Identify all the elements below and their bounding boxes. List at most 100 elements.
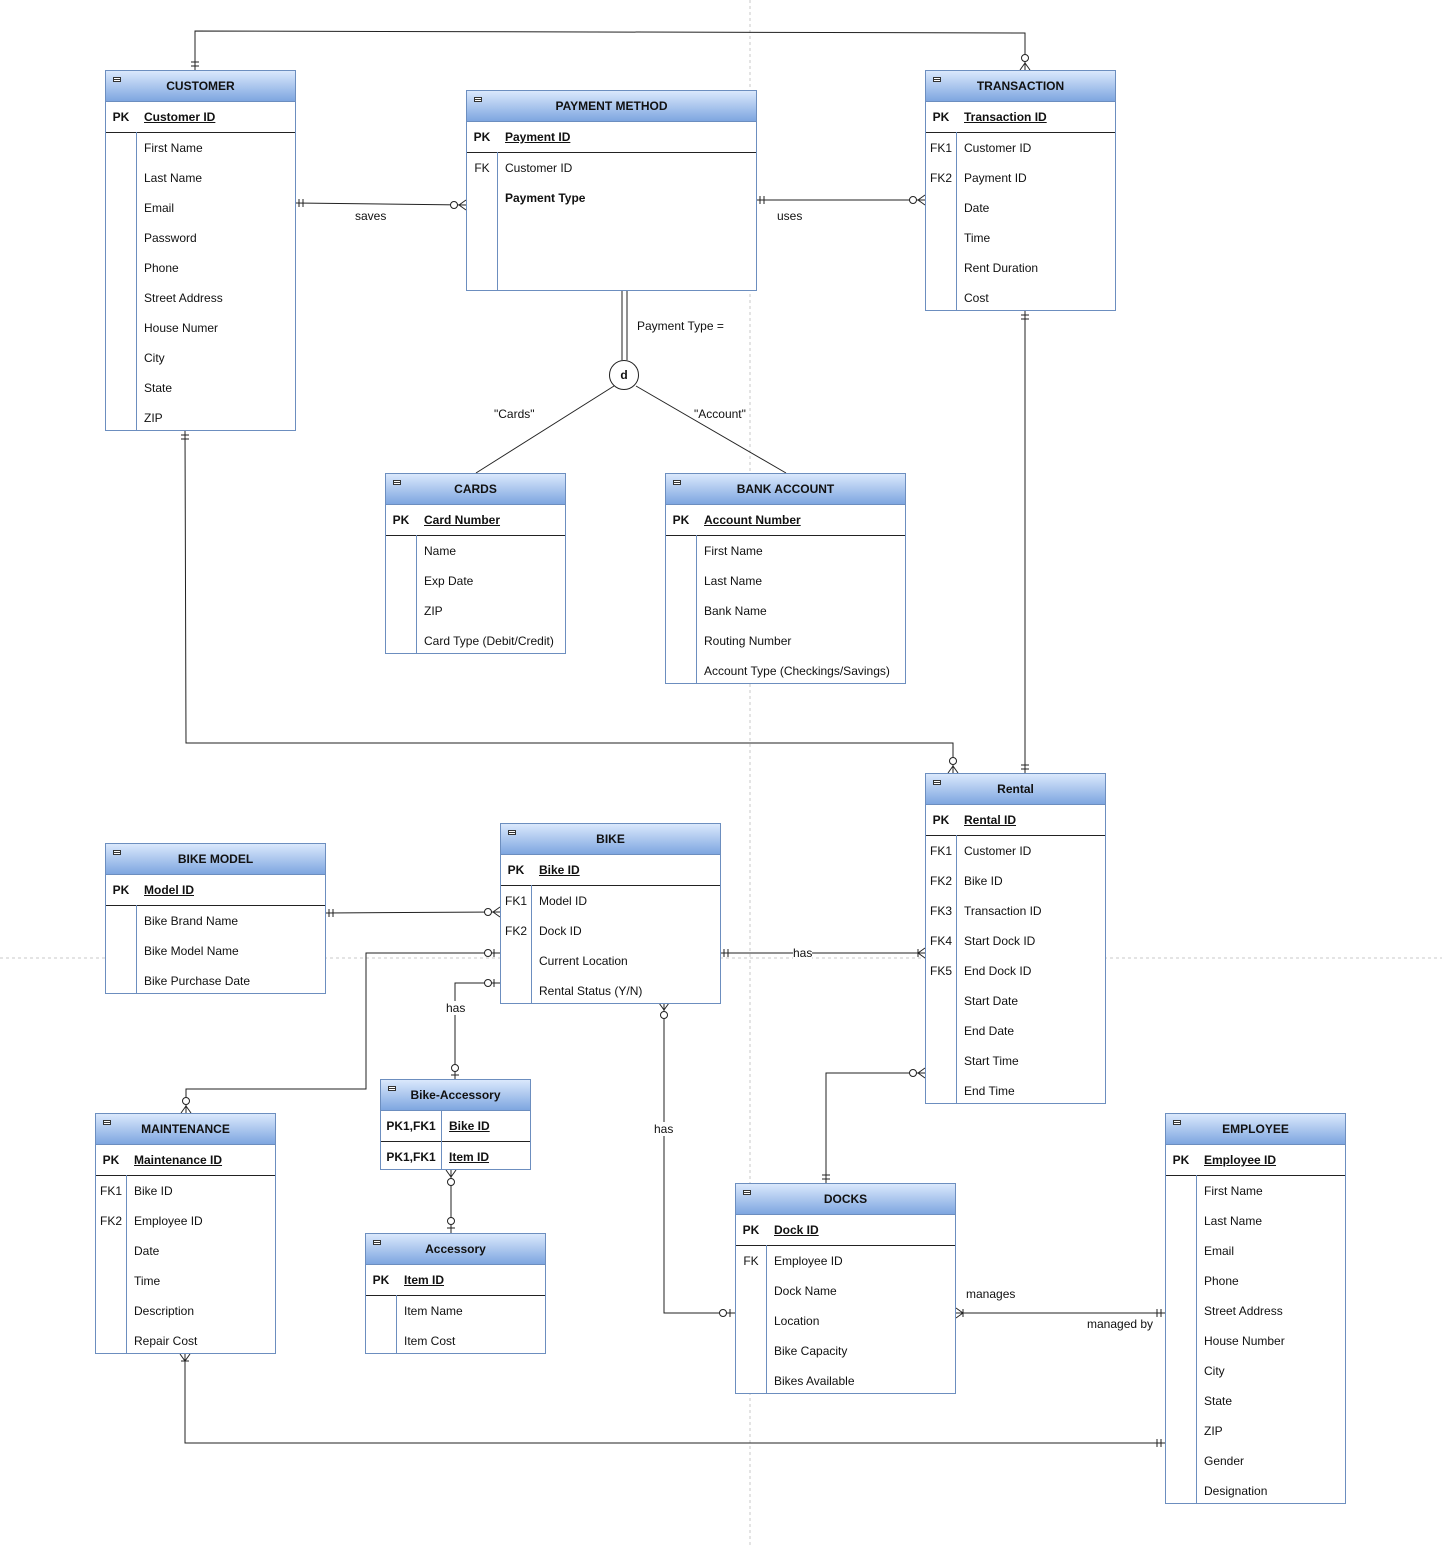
pk-divider — [736, 1245, 955, 1246]
pk-label: PK — [672, 513, 690, 527]
fk-label: FK2 — [929, 874, 952, 888]
pk-label: PK — [473, 130, 491, 144]
key-column-divider — [136, 905, 137, 993]
entity-title: EMPLOYEE — [1222, 1122, 1289, 1136]
attribute: Transaction ID — [964, 904, 1042, 918]
pk-attribute: Bike ID — [539, 863, 580, 877]
collapse-icon[interactable] — [933, 780, 941, 785]
attribute-row: Time — [96, 1266, 275, 1296]
attribute: Time — [964, 231, 991, 245]
pk-label: PK — [112, 110, 130, 124]
attribute: Password — [144, 231, 197, 245]
entity-title: BIKE — [596, 832, 625, 846]
attribute-row: Bike Purchase Date — [106, 966, 325, 993]
label-manages: manages — [966, 1287, 1016, 1301]
attribute: Start Date — [964, 994, 1019, 1008]
collapse-icon[interactable] — [113, 77, 121, 82]
attribute: Street Address — [1204, 1304, 1283, 1318]
fk-label: FK3 — [929, 904, 952, 918]
entity-title: CUSTOMER — [166, 79, 235, 93]
fk-label: FK1 — [99, 1184, 122, 1198]
attribute: Payment ID — [964, 171, 1027, 185]
label-bike-accessory-has: has — [446, 1001, 466, 1015]
attribute: City — [1204, 1364, 1225, 1378]
collapse-icon[interactable] — [393, 480, 401, 485]
pk-attribute: Rental ID — [964, 813, 1017, 827]
pk-attribute: Account Number — [704, 513, 801, 527]
attribute-row: Date — [96, 1236, 275, 1266]
collapse-icon[interactable] — [373, 1240, 381, 1245]
attribute-row: FK3 Transaction ID — [926, 896, 1105, 926]
attribute: First Name — [1204, 1184, 1263, 1198]
collapse-icon[interactable] — [388, 1086, 396, 1091]
fk-label: FK2 — [99, 1214, 122, 1228]
fk-label: FK1 — [929, 141, 952, 155]
attribute: Card Type (Debit/Credit) — [424, 634, 554, 648]
rel-bikeaccessory-accessory — [445, 1169, 457, 1233]
attribute-row: Designation — [1166, 1476, 1345, 1503]
attribute-row: End Time — [926, 1076, 1105, 1103]
attribute-row: City — [1166, 1356, 1345, 1386]
attribute-row: Routing Number — [666, 626, 905, 656]
attribute: Email — [1204, 1244, 1235, 1258]
collapse-icon[interactable] — [103, 1120, 111, 1125]
rel-maintenance-employee — [179, 1353, 1165, 1447]
pk-attribute: Dock ID — [774, 1223, 819, 1237]
attribute-row: End Date — [926, 1016, 1105, 1046]
attribute: Gender — [1204, 1454, 1245, 1468]
attribute: Bike ID — [134, 1184, 173, 1198]
attribute-row: Item Cost — [366, 1326, 545, 1353]
collapse-icon[interactable] — [673, 480, 681, 485]
fk-label: FK4 — [929, 934, 952, 948]
pk-divider — [501, 885, 720, 886]
attribute-row: State — [1166, 1386, 1345, 1416]
label-bike-docks-has: has — [654, 1122, 674, 1136]
collapse-icon[interactable] — [508, 830, 516, 835]
attribute: Current Location — [539, 954, 628, 968]
attribute: Start Dock ID — [964, 934, 1036, 948]
attribute: ZIP — [424, 604, 443, 618]
attribute-row: House Numer — [106, 313, 295, 343]
attribute: Time — [134, 1274, 161, 1288]
fk-label: FK1 — [504, 894, 527, 908]
fk-label: FK1 — [929, 844, 952, 858]
collapse-icon[interactable] — [933, 77, 941, 82]
collapse-icon[interactable] — [743, 1190, 751, 1195]
attribute: Customer ID — [505, 161, 573, 175]
attribute: Bike Purchase Date — [144, 974, 251, 988]
collapse-icon[interactable] — [1173, 1120, 1181, 1125]
collapse-icon[interactable] — [474, 97, 482, 102]
attribute: House Numer — [144, 321, 219, 335]
attribute-row: Name — [386, 536, 565, 566]
collapse-icon[interactable] — [113, 850, 121, 855]
key-column-divider — [396, 1295, 397, 1353]
attribute-row: First Name — [666, 536, 905, 566]
attribute: Description — [134, 1304, 195, 1318]
entity-title: CARDS — [454, 482, 497, 496]
key-column-divider — [416, 535, 417, 653]
pk-divider — [96, 1175, 275, 1176]
attribute: Date — [134, 1244, 160, 1258]
attribute-row: Card Type (Debit/Credit) — [386, 626, 565, 653]
